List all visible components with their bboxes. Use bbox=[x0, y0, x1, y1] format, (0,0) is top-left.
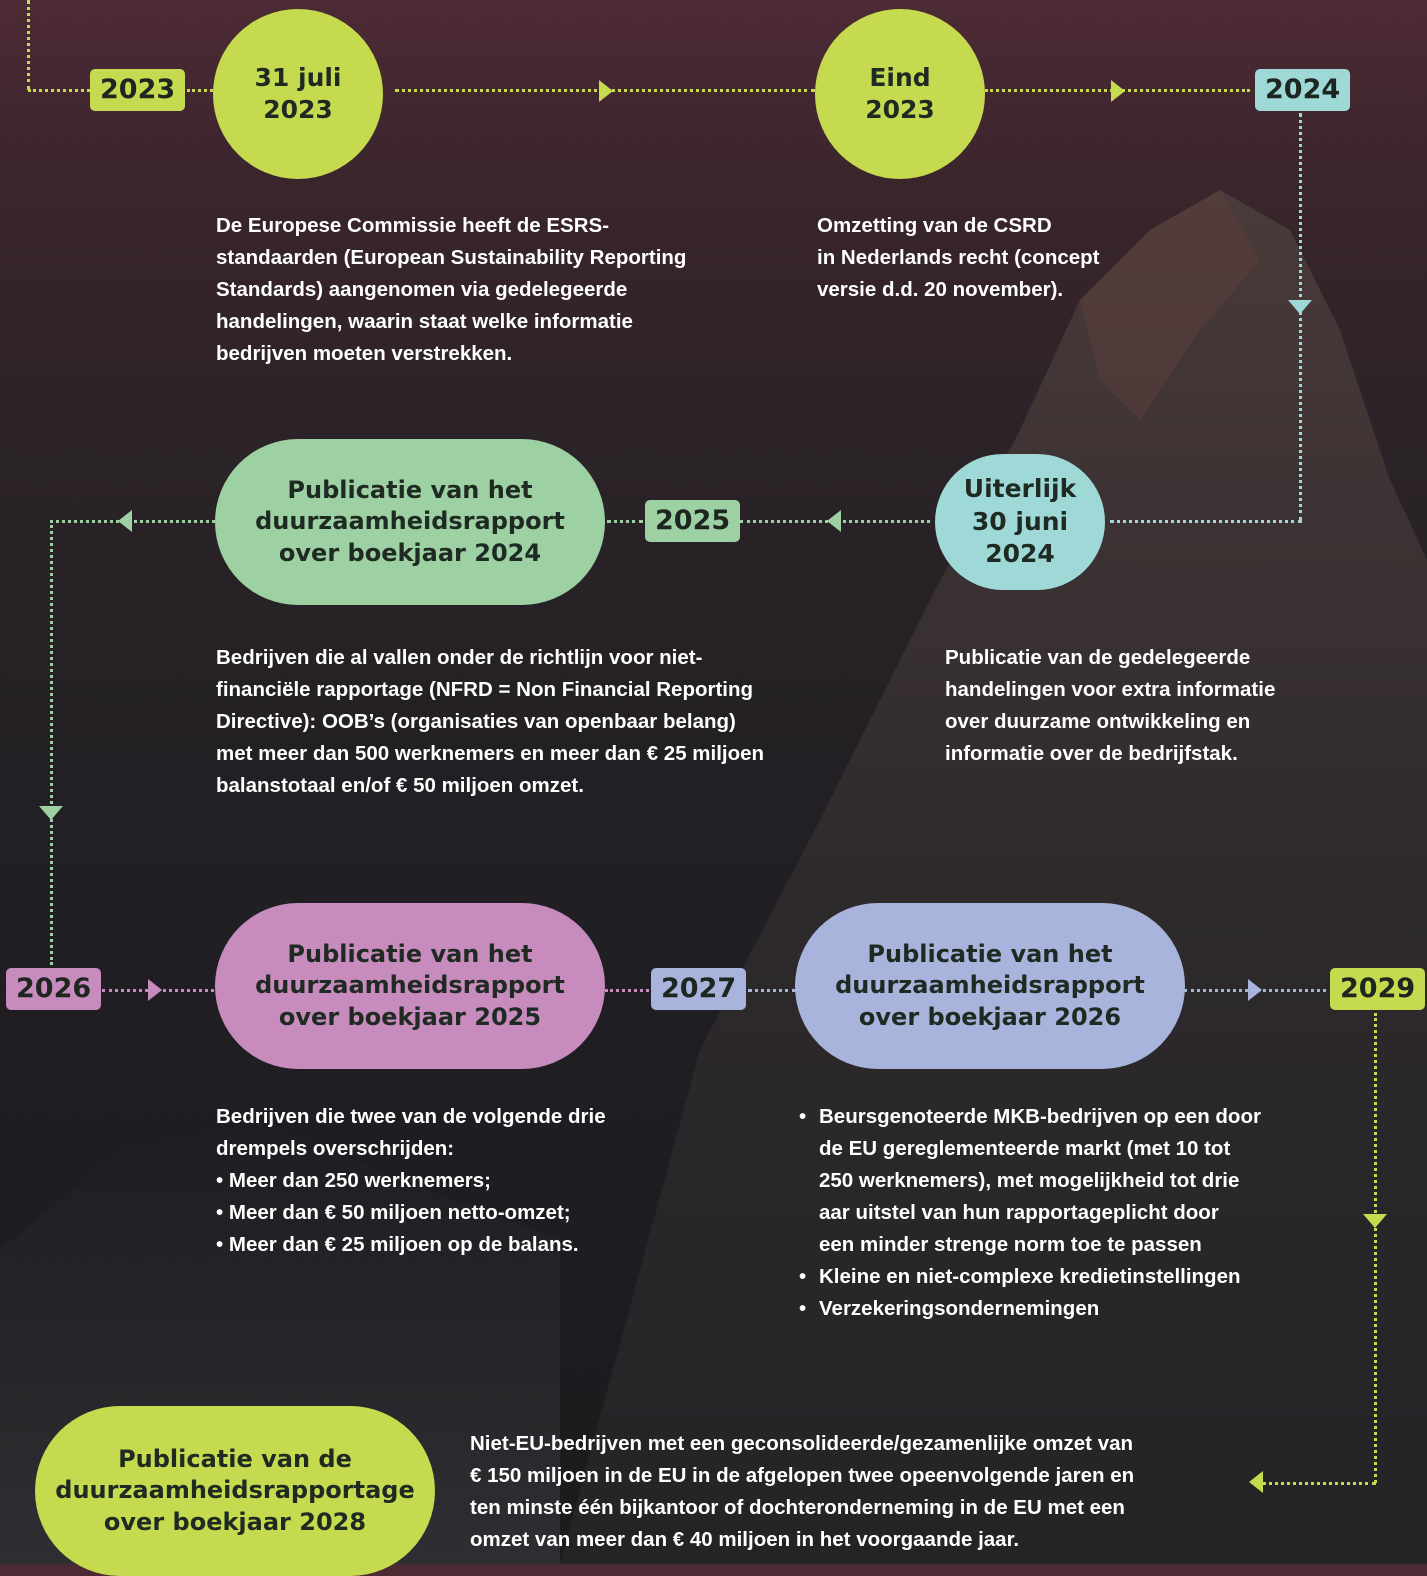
year-label-2025: 2025 bbox=[645, 500, 741, 542]
arrow-left-icon bbox=[1249, 1471, 1263, 1493]
connector-left-vertical bbox=[50, 520, 53, 965]
description-drempels: Bedrijven die twee van de volgende drie … bbox=[216, 1101, 736, 1261]
description-line: over duurzame ontwikkeling en bbox=[945, 710, 1251, 733]
connector-row3-c bbox=[748, 989, 796, 992]
description-esrs: De Europese Commissie heeft de ESRS- sta… bbox=[216, 210, 776, 370]
connector-row2-b bbox=[607, 520, 643, 523]
description-line: Standards) aangenomen via gedelegeerde bbox=[216, 278, 628, 301]
connector-row1-b bbox=[187, 89, 213, 92]
milestone-line: 31 juli bbox=[254, 62, 342, 92]
arrow-down-icon bbox=[39, 806, 63, 820]
arrow-right-icon bbox=[1248, 979, 1262, 1001]
description-line: ten minste één bijkantoor of dochteronde… bbox=[470, 1496, 1125, 1519]
connector-row3-b bbox=[605, 989, 649, 992]
milestone-line: duurzaamheidsrapport bbox=[835, 971, 1145, 1000]
description-non-eu: Niet-EU-bedrijven met een geconsolideerd… bbox=[470, 1428, 1230, 1556]
description-line: omzet van meer dan € 40 miljoen in het v… bbox=[470, 1528, 1020, 1551]
connector-right-lower-vertical bbox=[1374, 1013, 1377, 1483]
description-line: balanstotaal en/of € 50 miljoen omzet. bbox=[216, 774, 584, 797]
connector-row2-right bbox=[1110, 520, 1302, 523]
description-line: bedrijven moeten verstrekken. bbox=[216, 342, 513, 365]
milestone-line: 2023 bbox=[263, 95, 333, 124]
year-label-2024: 2024 bbox=[1255, 69, 1351, 111]
description-line: financiële rapportage (NFRD = Non Financ… bbox=[216, 678, 754, 701]
milestone-31-juli-2023: 31 juli 2023 bbox=[213, 9, 383, 179]
list-item-line: de EU gereglementeerde markt (met 10 tot bbox=[819, 1137, 1231, 1160]
description-csrd: Omzetting van de CSRD in Nederlands rech… bbox=[817, 210, 1197, 306]
list-item: Kleine en niet-complexe kredietinstellin… bbox=[797, 1261, 1357, 1293]
description-line: handelingen, waarin staat welke informat… bbox=[216, 310, 633, 333]
connector-row2-left bbox=[50, 520, 215, 523]
list-item: • Meer dan € 25 miljoen op de balans. bbox=[216, 1233, 579, 1256]
description-nfrd: Bedrijven die al vallen onder de richtli… bbox=[216, 642, 866, 802]
description-line: Bedrijven die twee van de volgende drie bbox=[216, 1105, 606, 1128]
list-item-line: Beursgenoteerde MKB-bedrijven op een doo… bbox=[819, 1105, 1261, 1128]
milestone-line: Publicatie van de bbox=[118, 1445, 352, 1474]
milestone-line: Publicatie van het bbox=[287, 940, 533, 969]
list-item: • Meer dan € 50 miljoen netto-omzet; bbox=[216, 1201, 571, 1224]
arrow-right-icon bbox=[599, 80, 613, 102]
connector-right-vertical bbox=[1299, 113, 1302, 521]
arrow-down-icon bbox=[1288, 300, 1312, 314]
description-line: Publicatie van de gedelegeerde bbox=[945, 646, 1251, 669]
milestone-line: Uiterlijk bbox=[963, 474, 1077, 504]
arrow-left-icon bbox=[827, 510, 841, 532]
description-line: drempels overschrijden: bbox=[216, 1137, 455, 1160]
description-mkb: Beursgenoteerde MKB-bedrijven op een doo… bbox=[797, 1101, 1357, 1325]
connector-bottom bbox=[1262, 1482, 1376, 1485]
milestone-line: 30 juni bbox=[971, 506, 1069, 536]
milestone-line: Publicatie van het bbox=[867, 940, 1113, 969]
description-line: handelingen voor extra informatie bbox=[945, 678, 1276, 701]
year-label-2023: 2023 bbox=[90, 69, 186, 111]
list-item: • Meer dan 250 werknemers; bbox=[216, 1169, 491, 1192]
description-gedelegeerde-handelingen: Publicatie van de gedelegeerde handeling… bbox=[945, 642, 1365, 770]
milestone-line: Publicatie van het bbox=[287, 476, 533, 505]
description-line: met meer dan 500 werknemers en meer dan … bbox=[216, 742, 765, 765]
arrow-right-icon bbox=[148, 979, 162, 1001]
milestone-line: over boekjaar 2024 bbox=[278, 538, 542, 567]
list-item: Beursgenoteerde MKB-bedrijven op een doo… bbox=[797, 1101, 1357, 1261]
description-line: De Europese Commissie heeft de ESRS- bbox=[216, 214, 610, 237]
milestone-line: 2023 bbox=[865, 95, 935, 124]
list-item: Verzekeringsondernemingen bbox=[797, 1293, 1357, 1325]
milestone-line: duurzaamheidsrapport bbox=[255, 971, 565, 1000]
description-line: informatie over de bedrijfstak. bbox=[945, 742, 1238, 765]
milestone-line: Eind bbox=[869, 62, 931, 92]
arrow-down-icon bbox=[1363, 1214, 1387, 1228]
connector-top-left bbox=[27, 0, 30, 90]
year-label-2029: 2029 bbox=[1330, 968, 1426, 1010]
description-line: € 150 miljoen in de EU in de afgelopen t… bbox=[470, 1464, 1135, 1487]
arrow-right-icon bbox=[1111, 80, 1125, 102]
milestone-line: duurzaamheidsrapport bbox=[255, 507, 565, 536]
milestone-line: over boekjaar 2028 bbox=[103, 1507, 367, 1536]
description-line: Omzetting van de CSRD bbox=[817, 214, 1052, 237]
list-item-line: aar uitstel van hun rapportageplicht doo… bbox=[819, 1201, 1219, 1224]
description-line: Niet-EU-bedrijven met een geconsolideerd… bbox=[470, 1432, 1134, 1455]
milestone-line: 2024 bbox=[985, 539, 1055, 569]
description-line: Directive): OOB’s (organisaties van open… bbox=[216, 710, 736, 733]
connector-row1-a bbox=[28, 89, 90, 92]
arrow-left-icon bbox=[118, 510, 132, 532]
milestone-line: over boekjaar 2025 bbox=[278, 1002, 542, 1031]
milestone-eind-2023: Eind 2023 bbox=[815, 9, 985, 179]
description-line: versie d.d. 20 november). bbox=[817, 278, 1064, 301]
year-label-2026: 2026 bbox=[6, 968, 102, 1010]
milestone-line: duurzaamheidsrapportage bbox=[55, 1476, 415, 1505]
list-item-line: 250 werknemers), met mogelijkheid tot dr… bbox=[819, 1169, 1240, 1192]
description-line: standaarden (European Sustainability Rep… bbox=[216, 246, 687, 269]
year-label-2027: 2027 bbox=[651, 968, 747, 1010]
list-item-line: een minder strenge norm toe te passen bbox=[819, 1233, 1202, 1256]
description-line: Bedrijven die al vallen onder de richtli… bbox=[216, 646, 703, 669]
description-line: in Nederlands recht (concept bbox=[817, 246, 1100, 269]
milestone-line: over boekjaar 2026 bbox=[858, 1002, 1122, 1031]
